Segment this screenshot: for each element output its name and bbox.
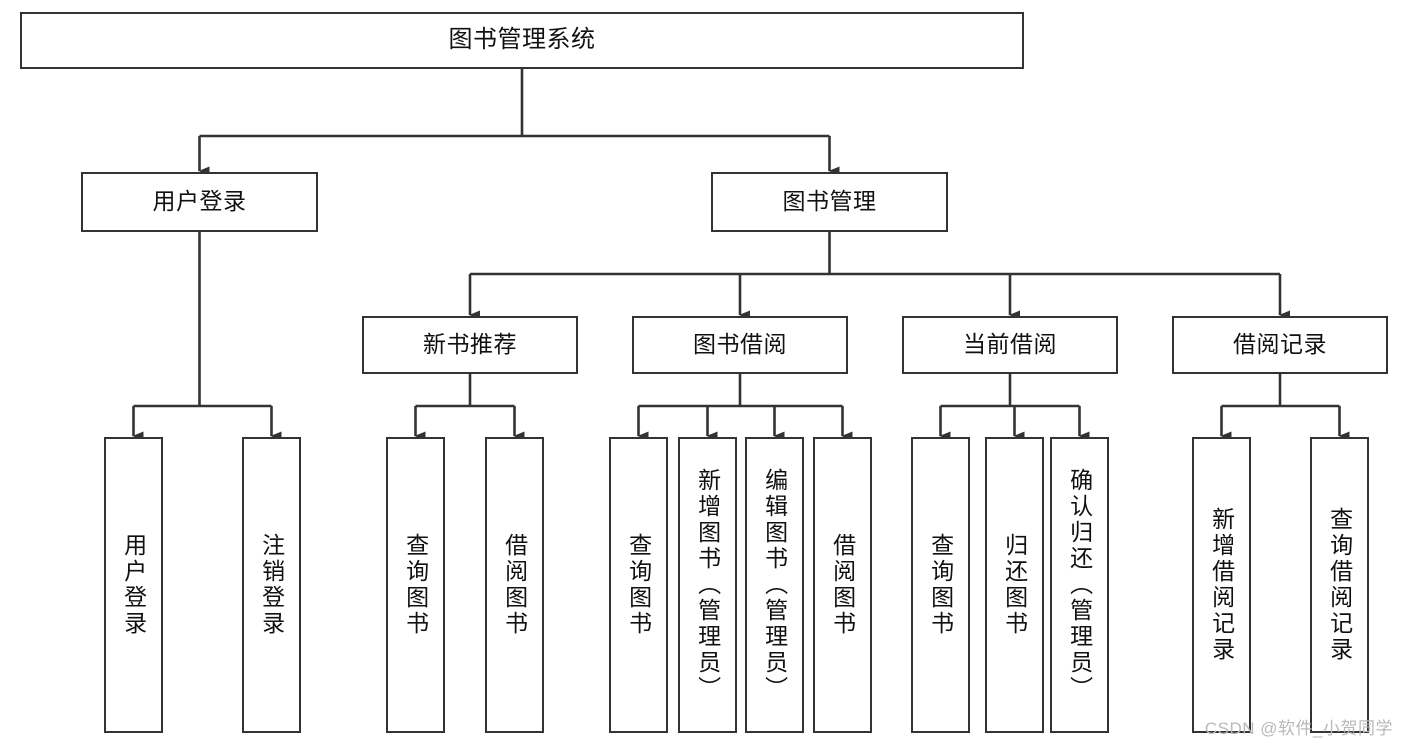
node-label: 图书管理 xyxy=(782,188,877,215)
node-label: 查询图书 xyxy=(402,533,429,637)
node-book-manage[interactable]: 图书管理 xyxy=(711,172,948,232)
node-label: 注销登录 xyxy=(258,533,285,637)
node-label: 查询图书 xyxy=(927,533,954,637)
node-user-login[interactable]: 用户登录 xyxy=(81,172,318,232)
node-root[interactable]: 图书管理系统 xyxy=(20,12,1024,69)
node-label: 借阅图书 xyxy=(501,533,528,637)
node-book-borrow[interactable]: 图书借阅 xyxy=(632,316,848,374)
node-label: 编辑图书（管理员） xyxy=(761,468,788,702)
node-leaf-query-book-borrow[interactable]: 查询图书 xyxy=(609,437,668,733)
node-leaf-borrow-book[interactable]: 借阅图书 xyxy=(813,437,872,733)
node-current-borrow[interactable]: 当前借阅 xyxy=(902,316,1118,374)
node-leaf-query-borrow-record[interactable]: 查询借阅记录 xyxy=(1310,437,1369,733)
node-label: 查询借阅记录 xyxy=(1326,507,1353,663)
node-leaf-add-book-admin[interactable]: 新增图书（管理员） xyxy=(678,437,737,733)
csdn-watermark: CSDN @软件_小贺同学 xyxy=(1204,719,1393,738)
node-label: 借阅图书 xyxy=(829,533,856,637)
node-borrow-record[interactable]: 借阅记录 xyxy=(1172,316,1388,374)
node-leaf-user-login[interactable]: 用户登录 xyxy=(104,437,163,733)
node-label: 新增借阅记录 xyxy=(1208,507,1235,663)
node-label: 图书管理系统 xyxy=(448,26,596,54)
node-leaf-add-borrow-record[interactable]: 新增借阅记录 xyxy=(1192,437,1251,733)
node-label: 新书推荐 xyxy=(423,331,517,358)
node-new-book-recommend[interactable]: 新书推荐 xyxy=(362,316,578,374)
node-leaf-query-book-rec[interactable]: 查询图书 xyxy=(386,437,445,733)
node-label: 确认归还（管理员） xyxy=(1066,468,1093,702)
node-label: 归还图书 xyxy=(1001,533,1028,637)
node-label: 当前借阅 xyxy=(963,331,1057,358)
node-leaf-edit-book-admin[interactable]: 编辑图书（管理员） xyxy=(745,437,804,733)
node-leaf-confirm-return-admin[interactable]: 确认归还（管理员） xyxy=(1050,437,1109,733)
node-leaf-return-book[interactable]: 归还图书 xyxy=(985,437,1044,733)
node-label: 用户登录 xyxy=(120,533,147,637)
node-label: 查询图书 xyxy=(625,533,652,637)
node-leaf-query-book-current[interactable]: 查询图书 xyxy=(911,437,970,733)
node-label: 新增图书（管理员） xyxy=(694,468,721,702)
node-label: 图书借阅 xyxy=(693,331,787,358)
node-label: 借阅记录 xyxy=(1233,331,1327,358)
node-label: 用户登录 xyxy=(152,188,247,215)
node-leaf-borrow-book-rec[interactable]: 借阅图书 xyxy=(485,437,544,733)
node-leaf-user-logout[interactable]: 注销登录 xyxy=(242,437,301,733)
